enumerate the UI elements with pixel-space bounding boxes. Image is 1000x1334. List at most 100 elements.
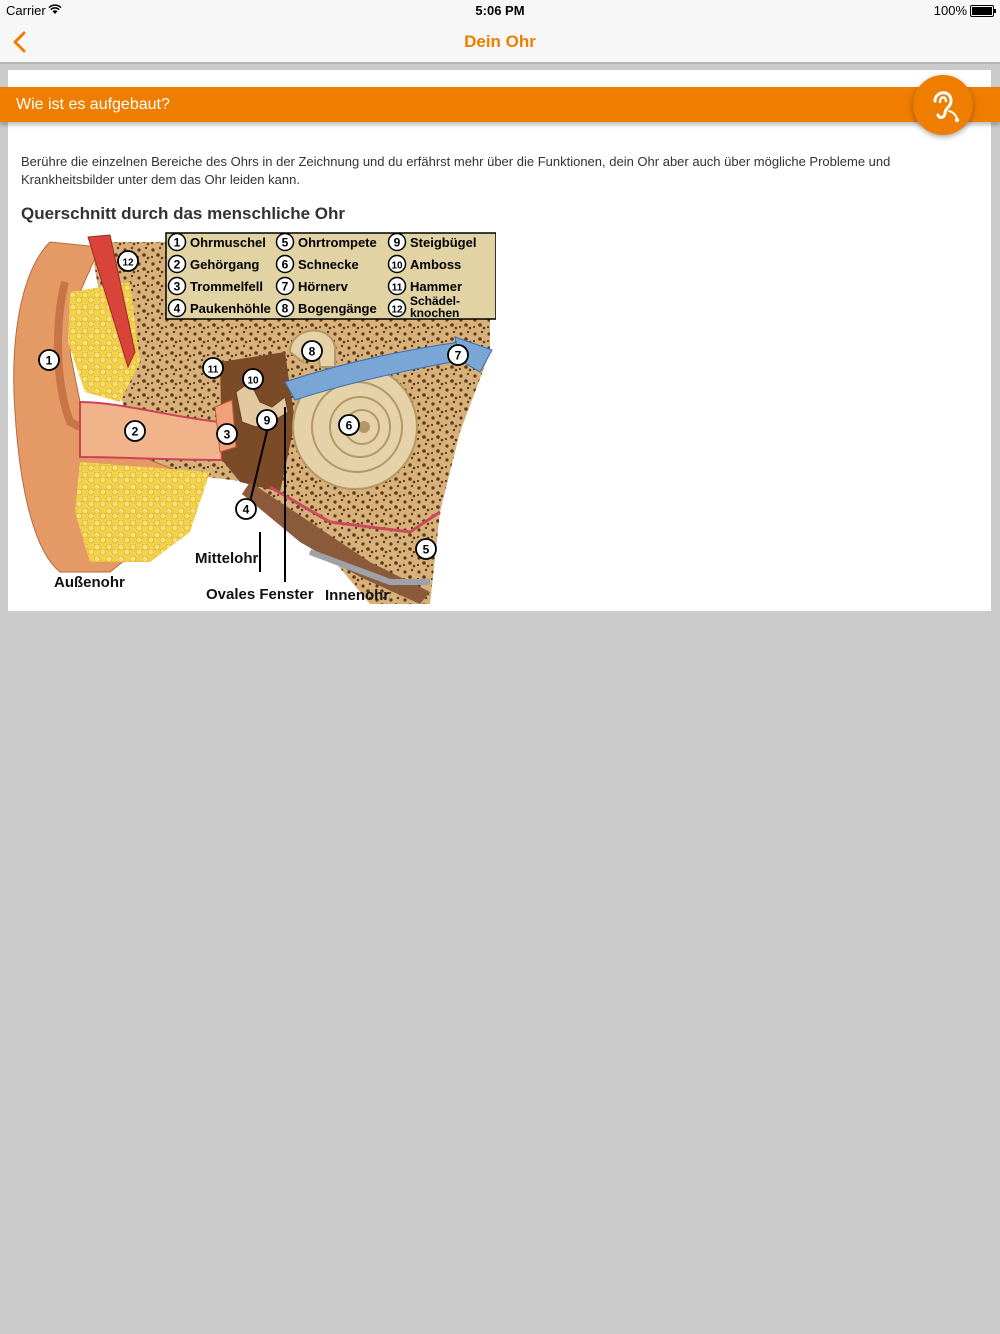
marker-circle: [216, 423, 238, 445]
nav-title: Dein Ohr: [464, 32, 536, 51]
marker-number: 8: [309, 345, 316, 359]
ear-button[interactable]: [913, 75, 973, 135]
legend-entry-6[interactable]: 6 Schnecke: [275, 254, 359, 274]
marker-circle: [124, 420, 146, 442]
legend-label: Schnecke: [298, 257, 359, 272]
legend-entry-4[interactable]: 4 Paukenhöhle: [167, 298, 271, 318]
marker-number: 11: [208, 365, 219, 376]
legend-number: 9: [394, 236, 401, 250]
legend-number: 4: [174, 302, 181, 316]
legend-label-line2: knochen: [410, 306, 459, 320]
legend-label: Trommelfell: [190, 279, 263, 294]
legend-label: Ohrtrompete: [298, 235, 377, 250]
fat-tissue-lower: [75, 462, 210, 562]
marker-number: 9: [264, 414, 271, 428]
marker-circle: [256, 409, 278, 431]
diagram-marker-12[interactable]: 12: [117, 250, 139, 272]
legend-number: 10: [391, 261, 403, 272]
legend-number: 6: [282, 258, 289, 272]
carrier-label: Carrier: [6, 3, 46, 18]
diagram-marker-10[interactable]: 10: [242, 368, 264, 390]
region-label-oval-window: Ovales Fenster: [206, 586, 314, 603]
marker-number: 3: [224, 428, 231, 442]
back-button[interactable]: [10, 30, 30, 54]
battery-icon: [970, 5, 996, 17]
legend-entry-11[interactable]: 11 Hammer: [387, 276, 463, 296]
legend-number-circle: [167, 254, 187, 274]
legend-label: Amboss: [410, 257, 461, 272]
legend-number: 5: [282, 236, 289, 250]
region-label-outer: Außenohr: [54, 574, 125, 591]
legend-label: Steigbügel: [410, 235, 476, 250]
legend-label: Hörnerv: [298, 279, 349, 294]
intro-text: Berühre die einzelnen Bereiche des Ohrs …: [21, 154, 891, 187]
legend-number-circle: [167, 298, 187, 318]
status-bar: Carrier 5:06 PM 100%: [0, 0, 1000, 22]
diagram-legend: [165, 232, 496, 320]
diagram-marker-9[interactable]: 9: [256, 409, 278, 431]
legend-label: Bogengänge: [298, 301, 377, 316]
marker-number: 4: [243, 503, 250, 517]
navigation-bar: Dein Ohr: [0, 22, 1000, 64]
legend-number-circle: [387, 232, 407, 252]
marker-circle: [202, 357, 224, 379]
legend-number: 1: [174, 236, 181, 250]
marker-circle: [415, 538, 437, 560]
legend-number: 2: [174, 258, 181, 272]
section-banner-title: Wie ist es aufgebaut?: [16, 96, 170, 113]
diagram-marker-5[interactable]: 5: [415, 538, 437, 560]
diagram-marker-6[interactable]: 6: [338, 414, 360, 436]
marker-circle: [242, 368, 264, 390]
legend-number-circle: [387, 298, 407, 318]
legend-number: 12: [391, 305, 403, 316]
ear-icon: [933, 91, 960, 123]
legend-number: 3: [174, 280, 181, 294]
marker-circle: [235, 498, 257, 520]
chevron-left-icon: [13, 31, 26, 53]
marker-number: 1: [46, 354, 53, 368]
wifi-icon: [48, 4, 62, 14]
diagram-marker-7[interactable]: 7: [447, 344, 469, 366]
diagram-marker-1[interactable]: 1: [38, 349, 60, 371]
marker-number: 5: [423, 543, 430, 557]
marker-circle: [338, 414, 360, 436]
legend-label: Gehörgang: [190, 257, 259, 272]
marker-circle: [301, 340, 323, 362]
marker-number: 2: [132, 425, 139, 439]
diagram-marker-8[interactable]: 8: [301, 340, 323, 362]
section-banner: Wie ist es aufgebaut?: [0, 87, 1000, 122]
legend-number: 7: [282, 280, 289, 294]
legend-number-circle: [275, 232, 295, 252]
legend-number-circle: [167, 276, 187, 296]
legend-label: Hammer: [410, 279, 462, 294]
region-label-middle: Mittelohr: [195, 550, 258, 567]
marker-number: 6: [346, 419, 353, 433]
legend-entry-10[interactable]: 10 Amboss: [387, 254, 462, 274]
legend-label: Paukenhöhle: [190, 301, 271, 316]
legend-entry-3[interactable]: 3 Trommelfell: [167, 276, 263, 296]
legend-entry-2[interactable]: 2 Gehörgang: [167, 254, 260, 274]
legend-number-circle: [275, 298, 295, 318]
status-time: 5:06 PM: [475, 3, 525, 18]
legend-number-circle: [167, 232, 187, 252]
marker-number: 12: [122, 258, 134, 269]
diagram-marker-4[interactable]: 4: [235, 498, 257, 520]
legend-number-circle: [387, 276, 407, 296]
diagram-title: Querschnitt durch das menschliche Ohr: [21, 204, 346, 223]
diagram-marker-11[interactable]: 11: [202, 357, 224, 379]
marker-circle: [447, 344, 469, 366]
legend-entry-9[interactable]: 9 Steigbügel: [387, 232, 477, 252]
marker-number: 10: [247, 376, 259, 387]
eustachian-tube-region[interactable]: [242, 482, 430, 604]
legend-entry-5[interactable]: 5 Ohrtrompete: [275, 232, 377, 252]
diagram-marker-2[interactable]: 2: [124, 420, 146, 442]
diagram-marker-3[interactable]: 3: [216, 423, 238, 445]
region-label-inner: Innenohr: [325, 587, 389, 604]
legend-number: 11: [392, 283, 403, 294]
legend-entry-7[interactable]: 7 Hörnerv: [275, 276, 349, 296]
